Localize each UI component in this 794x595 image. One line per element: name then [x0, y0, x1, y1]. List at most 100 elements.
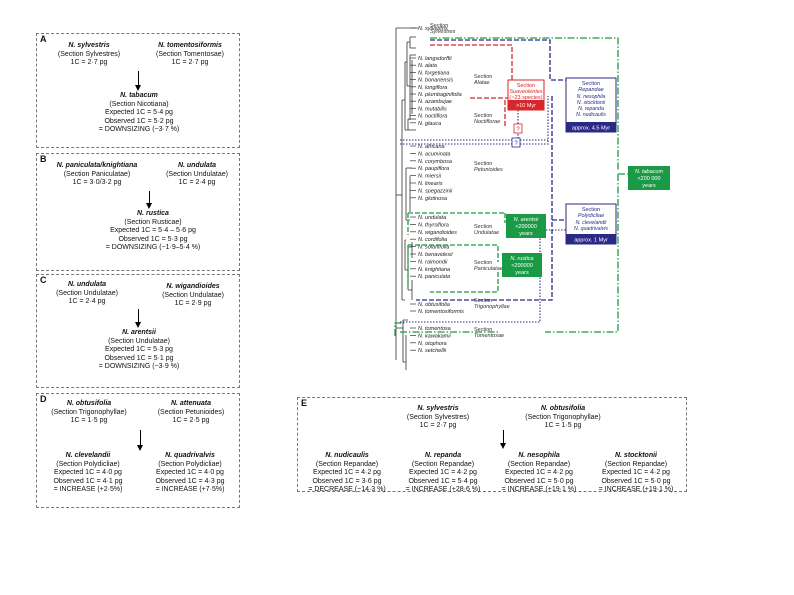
box-rustica: N. rustica <200000 years [502, 253, 542, 277]
box-text: approx. 1 Myr [574, 238, 608, 244]
section-label: Section [474, 298, 492, 304]
hybrid-child: N. stocktonii (Section Repandae) Expecte… [587, 452, 685, 495]
panel-d: D N. obtusifolia (Section Trigonophyllae… [36, 393, 240, 508]
arrow-down-icon [500, 430, 506, 449]
hybrid-child: N. repanda (Section Repandae) Expected 1… [395, 452, 491, 495]
taxon-label: N. paupiflora [418, 166, 449, 172]
box-arentsii: N. arentsii <200000 years [506, 214, 546, 238]
section-name: (Section Polydicliae) [56, 460, 120, 468]
genome-size: 1C = 2·4 pg [68, 298, 106, 305]
panel-label: B [40, 154, 47, 164]
section-label: Section [474, 113, 492, 119]
expected-size: Expected 1C = 5·4 – 5·6 pg [110, 227, 196, 234]
section-label: Noctiflorae [474, 119, 500, 125]
genome-size: 1C = 2·5 pg [172, 417, 210, 424]
taxon-label: N. undulata [418, 215, 446, 221]
section-name: (Section Rusticae) [124, 218, 182, 226]
hybrid-child: N. nesophila (Section Repandae) Expected… [491, 452, 587, 495]
box-text: >10 Myr [516, 103, 536, 109]
parent-1: N. sylvestris (Section Sylvestres) 1C = … [41, 42, 137, 68]
genome-size: 1C = 2·7 pg [171, 59, 209, 66]
section-label: Section [430, 23, 448, 29]
species-name: N. nesophila [518, 452, 560, 459]
parent-1: N. sylvestris (Section Sylvestres) 1C = … [378, 405, 498, 431]
result: = INCREASE (+28·6 %) [405, 486, 481, 493]
hybrid-child: N. nudicaulis (Section Repandae) Expecte… [299, 452, 395, 495]
observed-size: Observed 1C = 3·6 pg [312, 477, 382, 485]
section-name: (Section Trigonophyllae) [51, 408, 127, 416]
box-text: approx. 4.5 Myr [572, 126, 610, 132]
section-name: (Section Undulatae) [162, 291, 224, 299]
observed-size: Observed 1C = 4·1 pg [53, 477, 123, 485]
section-label: Section [474, 224, 492, 230]
panel-label: D [40, 394, 47, 404]
taxon-label: N. knightiana [418, 267, 450, 273]
species-name: N. undulata [67, 281, 107, 288]
box-text: N. nudicaulis [576, 112, 606, 118]
species-name: N. stocktonii [614, 452, 657, 459]
box-text: N. tabacum [635, 169, 664, 175]
taxon-label: N. mutabilis [418, 106, 447, 112]
box-text: <200000 [511, 263, 533, 269]
box-text: (~23 species) [509, 95, 542, 101]
genome-size: 1C = 2·4 pg [178, 179, 216, 186]
arrow-down-icon [135, 309, 141, 328]
taxon-label: N. wigandioides [418, 230, 457, 236]
expected-size: Expected 1C = 4·0 pg [54, 469, 122, 476]
arrow-down-icon [146, 191, 152, 209]
parent-2: N. wigandioides (Section Undulatae) 1C =… [147, 283, 239, 309]
hybrid-child: N. rustica (Section Rusticae) Expected 1… [73, 210, 233, 253]
panel-e: E N. sylvestris (Section Sylvestres) 1C … [297, 397, 687, 495]
species-name: N. obtusifolia [540, 405, 586, 412]
section-label: Paniculatae [474, 266, 503, 272]
expected-size: Expected 1C = 4·2 pg [505, 469, 573, 476]
panel-c: C N. undulata (Section Undulatae) 1C = 2… [36, 274, 240, 388]
panel-label: C [40, 275, 47, 285]
expected-size: Expected 1C = 5·4 pg [105, 109, 173, 116]
taxon-label: N. longiflora [418, 85, 447, 91]
result: = DECREASE (−14·3 %) [308, 486, 386, 493]
section-name: (Section Repandae) [604, 460, 668, 468]
section-name: (Section Paniculatae) [63, 170, 131, 178]
taxon-label: N. paniculata [418, 274, 450, 280]
species-name: N. tabacum [120, 92, 158, 99]
section-label: Section [474, 327, 492, 333]
section-label: Trigonophyllae [474, 304, 510, 310]
taxon-label: N. cordifolia [418, 237, 447, 243]
species-name: N. arentsii [122, 329, 156, 336]
result: = DOWNSIZING (−3·9 %) [98, 363, 180, 370]
taxon-label: N. forgetiana [418, 70, 450, 76]
box-text: N. rustica [510, 256, 533, 262]
section-label: Section [474, 74, 492, 80]
box-text: years [515, 270, 529, 276]
arrow-down-icon [135, 71, 141, 91]
tree-branches [395, 27, 418, 370]
species-name: N. wigandioides [166, 283, 220, 290]
box-text: N. quadrivalvis [574, 226, 608, 232]
section-labels: Section Sylvestres Section Alatae Sectio… [430, 23, 510, 339]
taxon-label: N. tomentosiformis [418, 309, 464, 315]
species-name: N. sylvestris [68, 42, 110, 49]
panel-label: E [301, 398, 308, 408]
hybrid-child: N. tabacum (Section Nicotiana) Expected … [77, 92, 201, 135]
section-label: Tomentosae [474, 333, 504, 339]
species-name: N. tomentosiformis [158, 42, 222, 49]
box-text: Section [582, 207, 600, 213]
section-name: (Section Trigonophyllae) [525, 413, 601, 421]
section-name: (Section Tomentosae) [156, 50, 224, 58]
observed-size: Observed 1C = 5·0 pg [504, 477, 574, 485]
genome-size: 1C = 3·0/3·2 pg [72, 179, 122, 186]
result: = DOWNSIZING (−3·7 %) [98, 126, 180, 133]
taxon-label: N. linearis [418, 181, 443, 187]
expected-size: Expected 1C = 4·0 pg [156, 469, 224, 476]
box-text: N. repanda [578, 106, 604, 112]
box-polydicliae: Section Polydicliae N. clevelandii N. qu… [565, 203, 617, 245]
hybrid-lineage-green [407, 212, 506, 293]
taxon-label: N. solanifolia [418, 245, 450, 251]
result: = INCREASE (+2·5%) [53, 486, 123, 493]
box-text: <200000 [515, 224, 537, 230]
taxon-label: N. kawakamii [418, 333, 451, 339]
observed-size: Observed 1C = 5·0 pg [601, 477, 671, 485]
section-name: (Section Undulatae) [108, 337, 170, 345]
